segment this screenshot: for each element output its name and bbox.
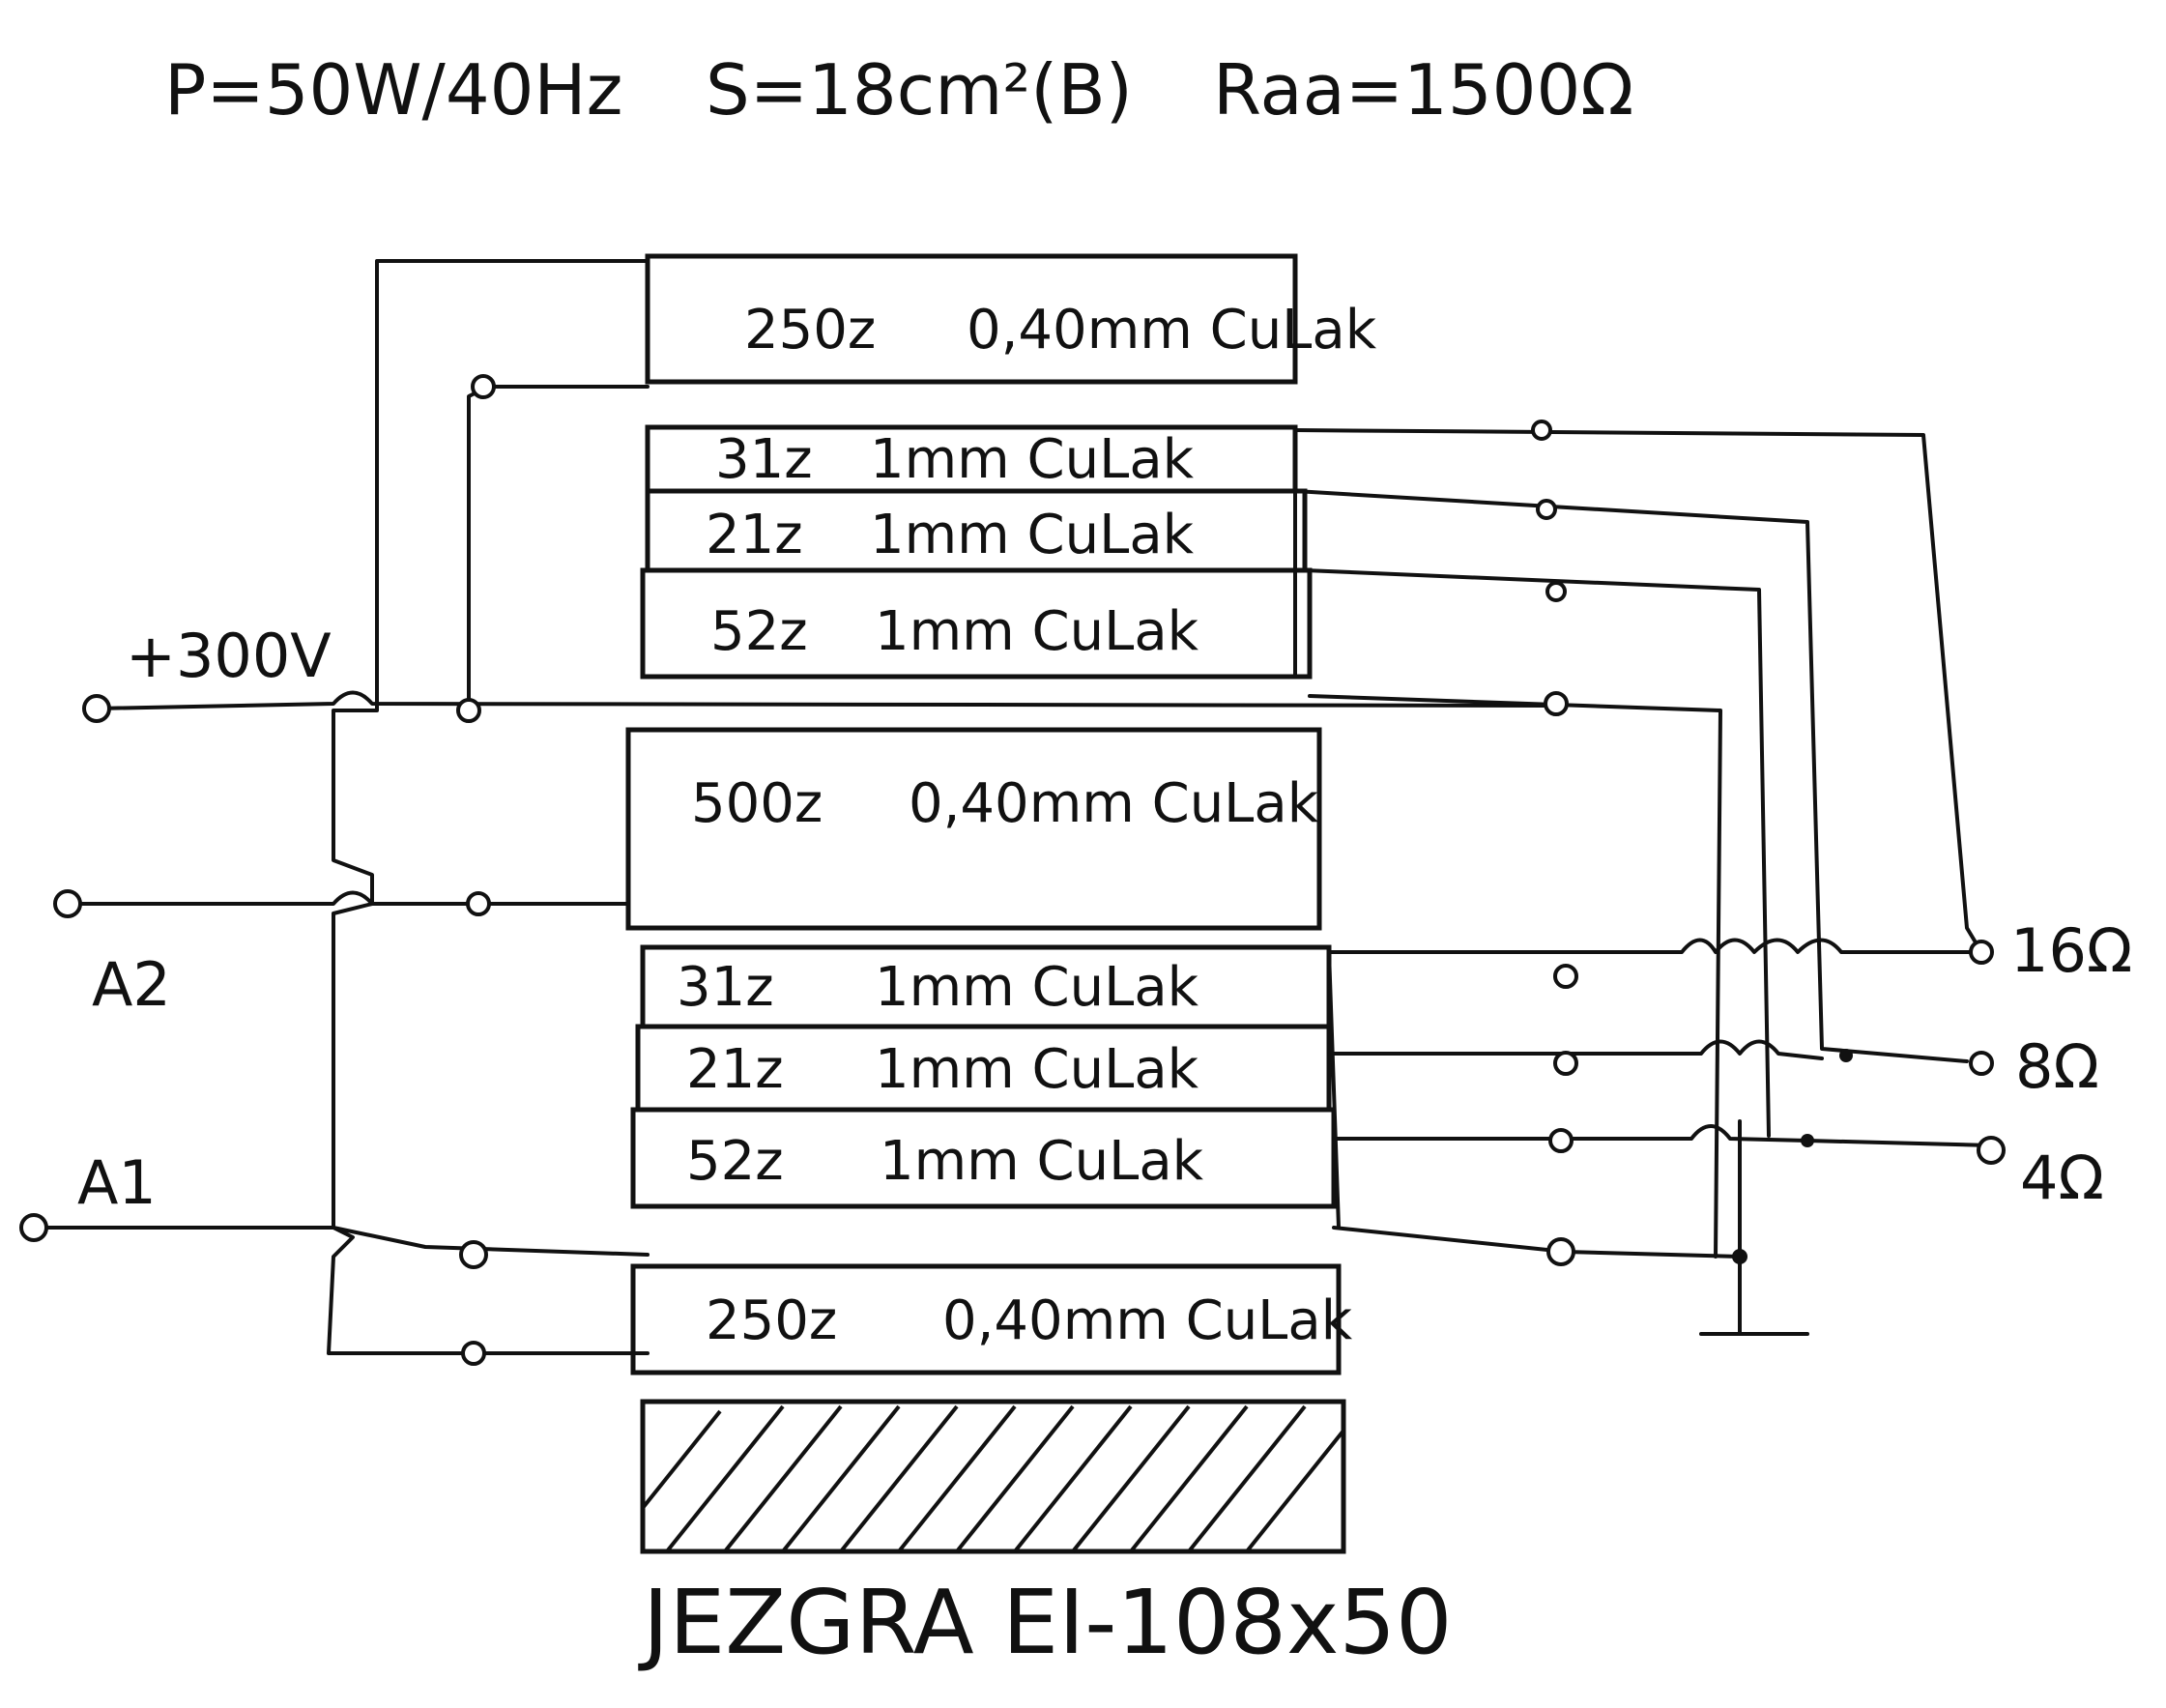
- tap-node: [456, 698, 481, 723]
- anode2-terminal[interactable]: [53, 889, 82, 918]
- winding-3-turns: 21z: [706, 504, 803, 566]
- winding-7: 21z 1mm CuLak: [635, 1024, 1332, 1113]
- winding-8-turns: 52z: [686, 1130, 784, 1193]
- tap-node: [1536, 499, 1557, 520]
- winding-5: 500z 0,40mm CuLak: [625, 727, 1322, 931]
- output-16-terminal[interactable]: [1969, 940, 1994, 965]
- winding-6-turns: 31z: [677, 956, 774, 1019]
- winding-2-wire: 1mm CuLak: [870, 428, 1195, 491]
- output-4-terminal[interactable]: [1977, 1136, 2006, 1165]
- winding-1-wire: 0,40mm CuLak: [967, 299, 1377, 362]
- spec-impedance: Raa=1500Ω: [1213, 49, 1633, 130]
- winding-9-wire: 0,40mm CuLak: [942, 1289, 1353, 1352]
- tap-node: [1531, 420, 1552, 441]
- tap-node: [1548, 1128, 1574, 1153]
- winding-7-wire: 1mm CuLak: [875, 1038, 1199, 1101]
- winding-5-wire: 0,40mm CuLak: [909, 772, 1319, 835]
- winding-6: 31z 1mm CuLak: [640, 944, 1332, 1029]
- anode2-label: A2: [92, 949, 171, 1020]
- tap-node: [1553, 964, 1578, 989]
- spec-power: P=50W/40Hz: [164, 49, 622, 130]
- winding-1: 250z 0,40mm CuLak: [645, 253, 1377, 385]
- winding-8-wire: 1mm CuLak: [880, 1130, 1204, 1193]
- tap-node: [461, 1341, 486, 1366]
- tap-node: [1553, 1051, 1578, 1076]
- winding-2-turns: 31z: [715, 428, 813, 491]
- secondary-wiring: [1293, 428, 1993, 1336]
- supply-label: +300V: [126, 621, 332, 691]
- winding-9-turns: 250z: [706, 1289, 837, 1352]
- transformer-core: [640, 1399, 1346, 1554]
- winding-9: 250z 0,40mm CuLak: [630, 1263, 1353, 1375]
- winding-1-turns: 250z: [744, 299, 876, 362]
- spec-cross-section: S=18cm²(B): [706, 49, 1133, 130]
- winding-6-wire: 1mm CuLak: [875, 956, 1199, 1019]
- core-label: JEZGRA EI-108x50: [638, 1571, 1453, 1674]
- winding-2: 31z 1mm CuLak: [645, 424, 1298, 494]
- winding-5-turns: 500z: [691, 772, 823, 835]
- anode1-terminal[interactable]: [19, 1213, 48, 1242]
- winding-8: 52z 1mm CuLak: [630, 1107, 1337, 1209]
- winding-7-turns: 21z: [686, 1038, 784, 1101]
- tap-node: [1544, 691, 1569, 716]
- tap-node: [1546, 1237, 1575, 1266]
- winding-3: 21z 1mm CuLak: [645, 488, 1308, 573]
- tap-node: [1545, 581, 1567, 602]
- output-8-label: 8Ω: [2015, 1031, 2099, 1102]
- anode1-label: A1: [77, 1147, 157, 1218]
- tap-node: [471, 374, 496, 399]
- winding-4-wire: 1mm CuLak: [875, 600, 1199, 663]
- tap-node: [459, 1240, 488, 1269]
- output-8-terminal[interactable]: [1969, 1051, 1994, 1076]
- output-16-label: 16Ω: [2010, 915, 2132, 986]
- winding-4-turns: 52z: [710, 600, 808, 663]
- winding-3-wire: 1mm CuLak: [870, 504, 1195, 566]
- supply-terminal[interactable]: [82, 694, 111, 723]
- output-4-label: 4Ω: [2020, 1143, 2104, 1213]
- tap-node: [466, 891, 491, 916]
- winding-4: 52z 1mm CuLak: [640, 567, 1313, 680]
